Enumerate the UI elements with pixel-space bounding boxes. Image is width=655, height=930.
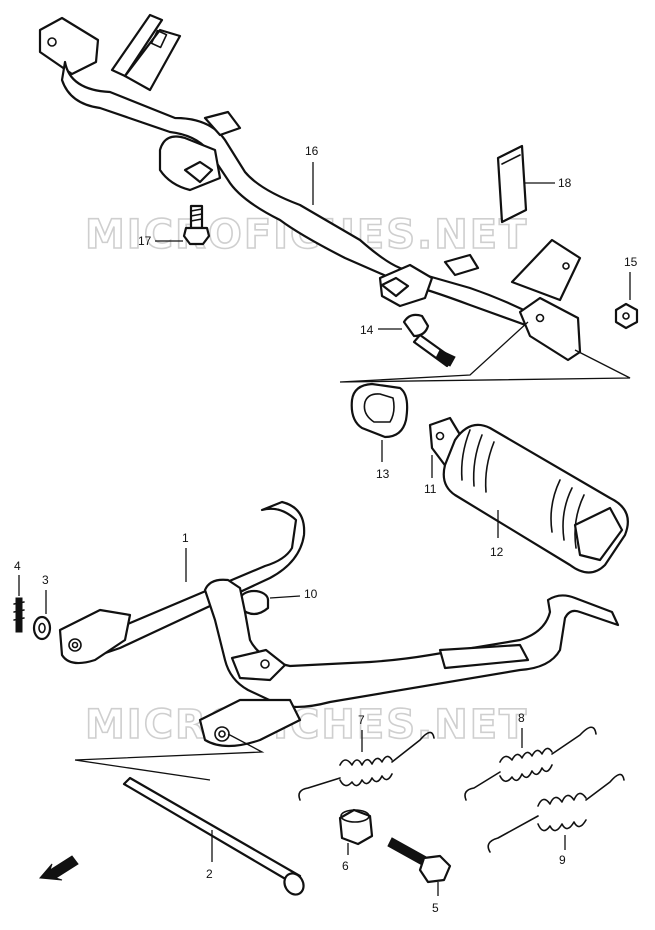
callout-14: 14 <box>360 323 402 337</box>
part-8-spring[interactable] <box>464 726 597 801</box>
callout-6: 6 <box>342 843 349 873</box>
part-18-pad[interactable] <box>496 144 528 224</box>
svg-text:7: 7 <box>358 713 365 727</box>
part-17-bolt[interactable] <box>182 204 211 246</box>
callout-9: 9 <box>559 835 566 867</box>
svg-text:2: 2 <box>206 867 213 881</box>
svg-text:9: 9 <box>559 853 566 867</box>
callout-8: 8 <box>518 711 525 748</box>
svg-text:1: 1 <box>182 531 189 545</box>
svg-text:18: 18 <box>558 176 572 190</box>
part-7-spring[interactable] <box>298 731 435 801</box>
main-stand[interactable] <box>198 578 620 748</box>
svg-text:15: 15 <box>624 255 638 269</box>
svg-text:10: 10 <box>304 587 318 601</box>
callout-11: 11 <box>424 455 437 496</box>
part-2-pivot-shaft[interactable] <box>122 776 307 898</box>
callout-7: 7 <box>358 713 365 752</box>
part-5-bolt[interactable] <box>387 837 452 884</box>
part-15-nut[interactable] <box>614 302 639 330</box>
svg-text:8: 8 <box>518 711 525 725</box>
watermark-bottom: MICROFICHES.NET <box>85 702 528 748</box>
part-4-bolt[interactable] <box>13 597 25 633</box>
svg-text:17: 17 <box>138 234 152 248</box>
part-6-collar[interactable] <box>338 808 374 846</box>
svg-text:16: 16 <box>305 144 319 158</box>
part-14-bolt[interactable] <box>402 313 456 368</box>
svg-text:11: 11 <box>424 482 437 496</box>
assembly-leader-bottom <box>74 733 265 781</box>
callout-13: 13 <box>376 440 390 481</box>
callout-2: 2 <box>206 830 213 881</box>
svg-text:12: 12 <box>490 545 504 559</box>
svg-text:13: 13 <box>376 467 390 481</box>
part-13-plate[interactable] <box>350 382 409 439</box>
part-9-spring[interactable] <box>487 773 625 853</box>
part-16-footrest-bar[interactable] <box>38 13 582 362</box>
part-12-footrest-rubber[interactable] <box>442 423 629 574</box>
svg-text:4: 4 <box>14 559 21 573</box>
svg-text:5: 5 <box>432 901 439 915</box>
callout-18: 18 <box>525 176 572 190</box>
callout-15: 15 <box>624 255 638 300</box>
svg-text:3: 3 <box>42 573 49 587</box>
callout-5: 5 <box>432 882 439 915</box>
svg-text:14: 14 <box>360 323 374 337</box>
callout-12: 12 <box>490 510 504 559</box>
callout-1: 1 <box>182 531 189 582</box>
part-10-stopper[interactable] <box>238 589 270 616</box>
assembly-leader-top <box>339 321 631 383</box>
part-3-washer[interactable] <box>32 615 52 641</box>
callout-4: 4 <box>14 559 21 596</box>
arrow-down-left-icon <box>38 855 79 881</box>
svg-text:6: 6 <box>342 859 349 873</box>
callout-10: 10 <box>269 587 318 601</box>
part-1-stand-bar[interactable] <box>58 500 306 665</box>
callout-16: 16 <box>305 144 319 205</box>
callout-17: 17 <box>138 234 183 248</box>
callout-3: 3 <box>42 573 49 614</box>
